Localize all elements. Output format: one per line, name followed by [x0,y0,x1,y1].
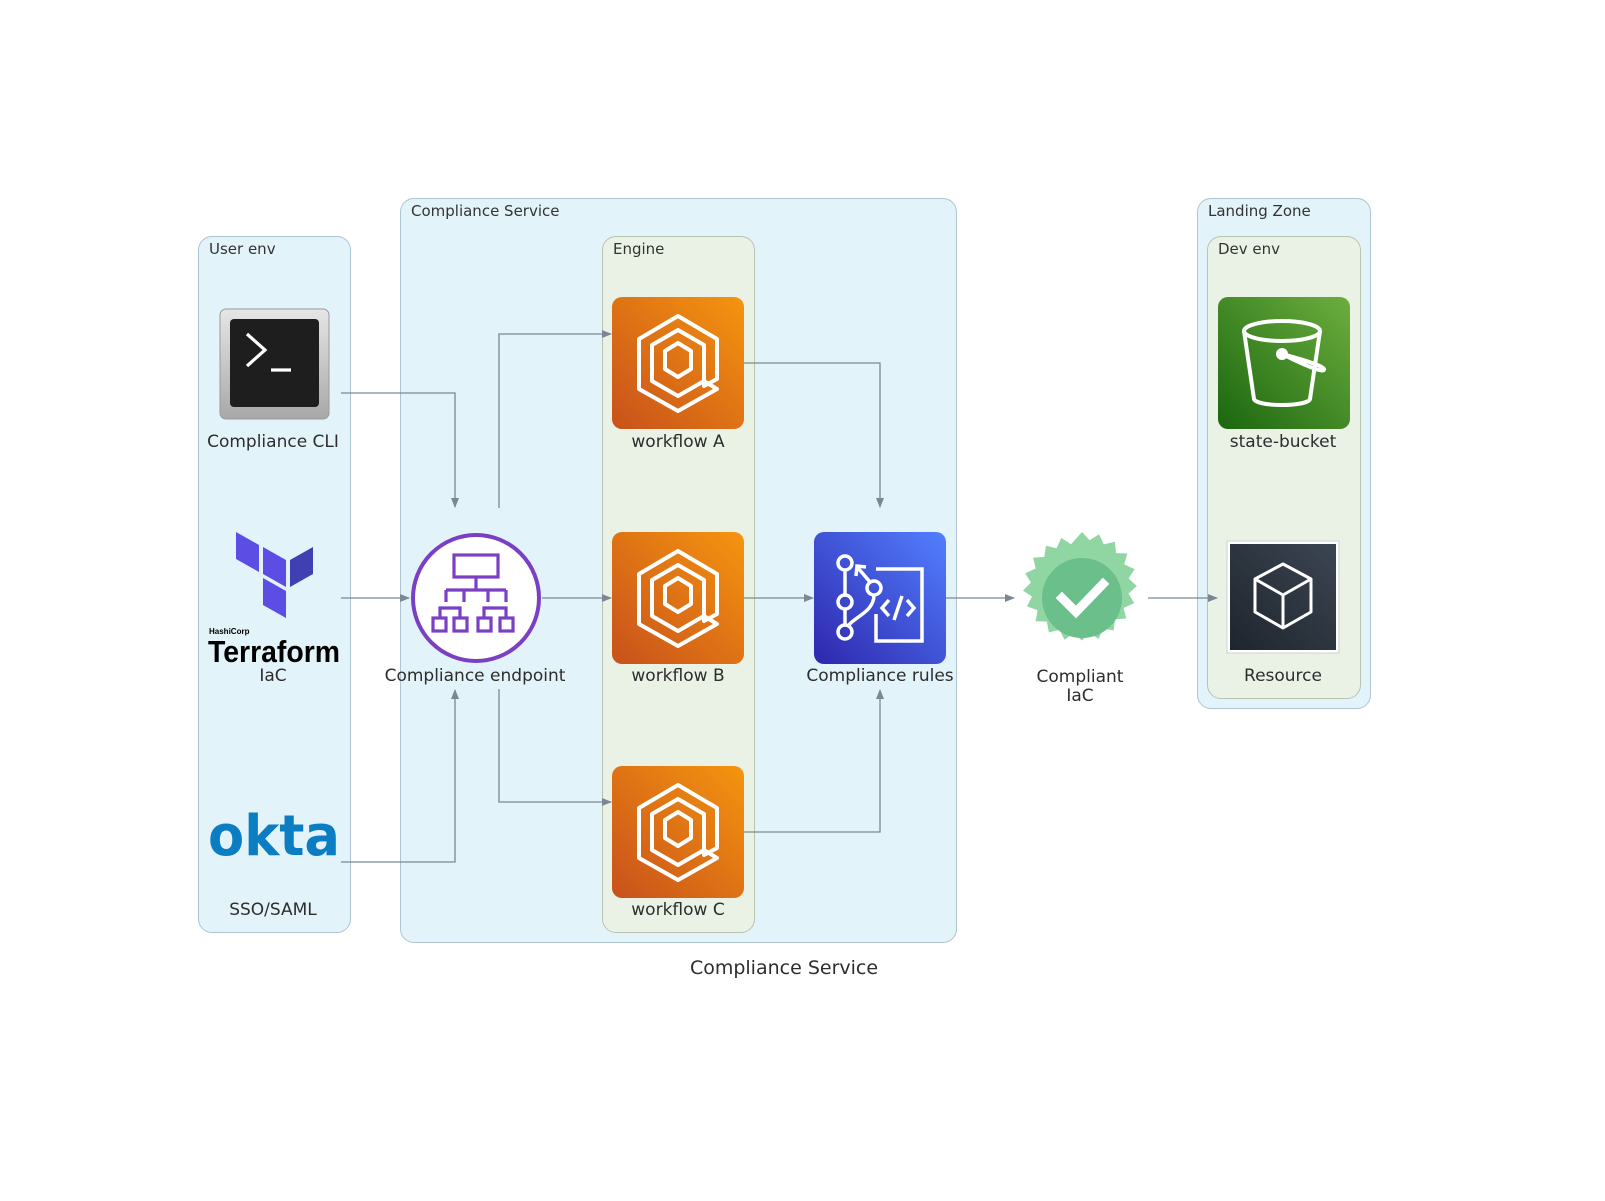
compliance-rules-node[interactable] [814,532,946,664]
load-balancer-icon [411,533,541,663]
okta-label: SSO/SAML [229,900,317,920]
compliance-endpoint-label: Compliance endpoint [384,666,566,686]
edge-workflow-c-rules [744,689,884,833]
codecommit-icon [814,532,946,664]
edge-endpoint-workflow-a [498,330,612,508]
terraform-logo: HashiCorp Terraform [208,532,340,669]
ecs-icon [612,297,744,429]
compliant-iac-label-line2: IaC [1066,686,1094,706]
workflow-a-label: workflow A [631,432,725,452]
workflow-b-label: workflow B [631,666,725,686]
compliant-iac-label-line1: Compliant [1036,667,1124,687]
cluster-dev-env-title: Dev env [1218,240,1281,258]
edge-workflow-a-rules [744,362,884,508]
cube-icon [1226,540,1340,654]
terminal-icon [219,308,330,420]
state-bucket-node[interactable] [1218,297,1350,429]
compliance-cli-label: Compliance CLI [207,432,339,452]
diagram-caption: Compliance Service [689,957,879,979]
compliance-rules-label: Compliance rules [806,666,954,686]
workflow-b-node[interactable] [612,532,744,664]
cluster-compliance-service-title: Compliance Service [411,202,560,220]
cluster-user-env-title: User env [209,240,276,258]
compliance-endpoint-node[interactable] [410,532,542,664]
compliant-iac-label: Compliant IaC [1037,668,1124,706]
cluster-engine-title: Engine [613,240,665,258]
edge-okta-endpoint [341,689,459,863]
resource-label: Resource [1244,666,1322,686]
terraform-wordmark: Terraform [208,634,340,669]
edge-endpoint-workflow-c [498,689,612,806]
okta-logo: okta [208,804,340,869]
terraform-label: IaC [259,666,287,686]
edge-cli-endpoint [341,392,459,508]
workflow-c-node[interactable] [612,766,744,898]
check-badge-icon [1023,532,1137,641]
compliant-iac-node[interactable] [1016,532,1148,664]
okta-node[interactable]: okta [206,804,342,869]
ecs-icon [612,532,744,664]
state-bucket-label: state-bucket [1229,432,1337,452]
hashicorp-wordmark: HashiCorp [209,627,250,636]
ecs-icon [612,766,744,898]
s3-bucket-icon [1218,297,1350,429]
compliance-cli-node[interactable] [219,308,330,420]
cluster-landing-zone-title: Landing Zone [1208,202,1311,220]
workflow-c-label: workflow C [631,900,725,920]
resource-node[interactable] [1226,540,1340,654]
okta-wordmark: okta [208,805,340,865]
workflow-a-node[interactable] [612,297,744,429]
terraform-node[interactable]: HashiCorp Terraform [206,530,342,670]
